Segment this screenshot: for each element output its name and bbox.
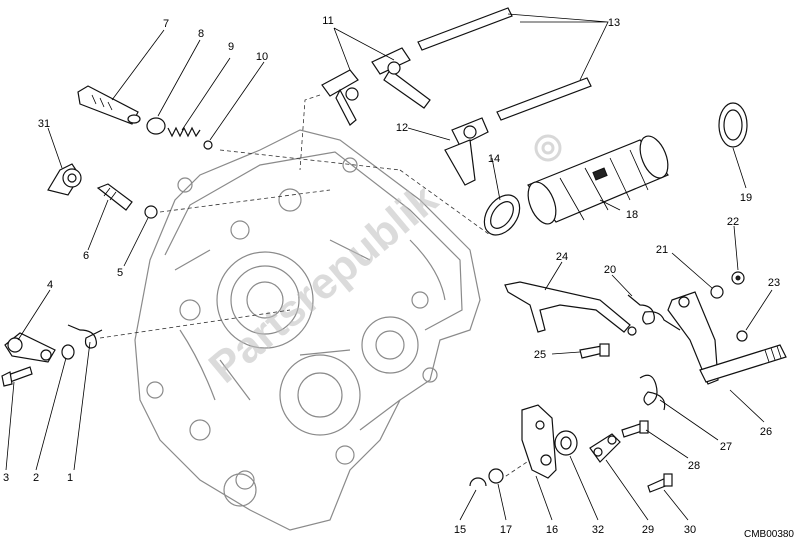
part-20-spring	[627, 294, 681, 331]
callout-10: 10	[256, 51, 268, 63]
part-21-washer	[710, 285, 724, 299]
part-12-fork	[444, 117, 489, 186]
callout-5: 5	[117, 267, 123, 279]
leader-lines	[5, 13, 773, 521]
callout-25: 25	[534, 349, 546, 361]
part-11-shift-forks	[321, 47, 431, 126]
watermark-gear-icon	[534, 134, 562, 162]
callout-11: 11	[322, 15, 333, 27]
part-17-washer	[488, 468, 504, 484]
part-22-circlip	[731, 271, 745, 285]
callout-numbers: 1 2 3 4 5 6 7 8 9 10 11 12 13 14 15 16 1…	[3, 15, 780, 536]
callout-17: 17	[500, 524, 512, 536]
part-10-ball	[203, 140, 213, 150]
part-28-bolt	[621, 420, 649, 438]
part-26-shift-shaft	[667, 291, 787, 385]
part-31-lever	[47, 163, 82, 196]
part-9-spring	[167, 126, 201, 138]
part-6-plunger	[96, 183, 133, 211]
callout-14: 14	[488, 153, 500, 165]
part-18-selector-drum	[527, 135, 669, 225]
part-19-ring	[718, 102, 748, 148]
callout-23: 23	[768, 277, 780, 289]
part-3-bolt	[1, 366, 33, 387]
part-23-pin	[736, 330, 748, 342]
part-29-link	[589, 433, 621, 463]
callout-32: 32	[592, 524, 604, 536]
callout-7: 7	[163, 18, 169, 30]
part-32-washer	[554, 430, 578, 456]
callout-27: 27	[720, 441, 732, 453]
callout-1: 1	[67, 472, 73, 484]
callout-22: 22	[727, 216, 739, 228]
part-5-washer	[144, 205, 158, 219]
callout-26: 26	[760, 426, 772, 438]
crankcase-half	[134, 129, 481, 531]
callout-12: 12	[396, 122, 408, 134]
part-7-bolt	[77, 85, 141, 125]
callout-19: 19	[740, 192, 752, 204]
callout-2: 2	[33, 472, 39, 484]
callout-4: 4	[47, 279, 53, 291]
part-30-bolt	[647, 473, 673, 493]
callout-18: 18	[626, 209, 638, 221]
callout-15: 15	[454, 524, 466, 536]
callout-28: 28	[688, 460, 700, 472]
part-13-fork-rods	[417, 7, 592, 121]
part-2-washer	[61, 344, 75, 360]
callout-6: 6	[83, 250, 89, 262]
part-16-plate	[521, 404, 557, 479]
part-15-circlip	[469, 477, 487, 487]
callout-13: 13	[608, 17, 620, 29]
part-24-plate	[504, 281, 637, 336]
callout-8: 8	[198, 28, 204, 40]
part-25-bolt	[579, 343, 610, 359]
callout-3: 3	[3, 472, 9, 484]
callout-21: 21	[656, 244, 668, 256]
callout-29: 29	[642, 524, 654, 536]
part-1-spring	[67, 324, 103, 349]
callout-24: 24	[556, 251, 568, 263]
callout-16: 16	[546, 524, 558, 536]
part-27-spring	[639, 374, 666, 411]
callout-30: 30	[684, 524, 696, 536]
part-8-washer	[146, 117, 166, 135]
part-14-ring	[483, 194, 521, 236]
part-4-lever	[4, 332, 56, 363]
watermark-text: Partsrepublik	[200, 174, 447, 393]
diagram-code: CMB00380	[744, 529, 794, 540]
callout-20: 20	[604, 264, 616, 276]
callout-31: 31	[38, 118, 50, 130]
callout-9: 9	[228, 41, 234, 53]
